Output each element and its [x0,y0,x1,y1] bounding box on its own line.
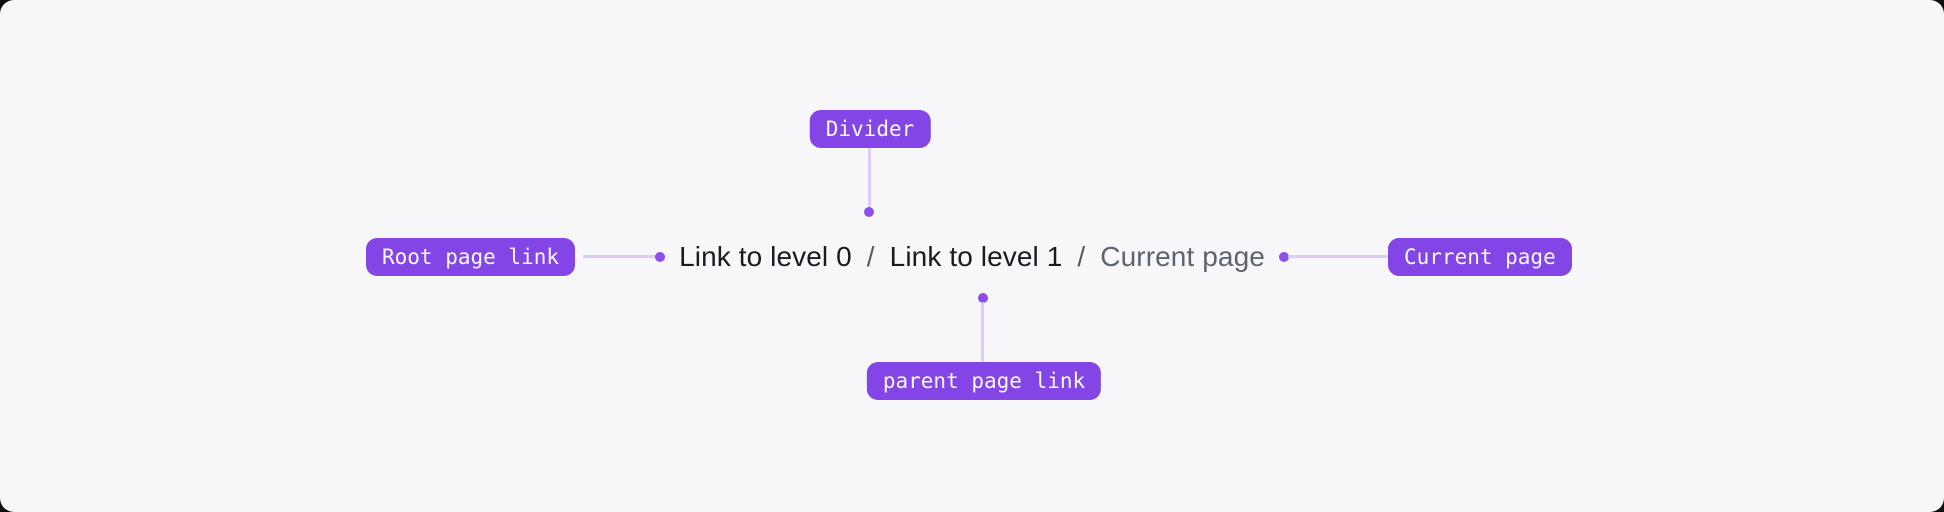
annotation-badge-root-page-link: Root page link [366,238,576,276]
annotation-badge-current-page: Current page [1388,238,1572,276]
breadcrumb: Link to level 0 / Link to level 1 / Curr… [679,240,1265,274]
annotation-badge-divider: Divider [809,110,931,148]
connector-line-current-page [1288,255,1388,258]
connector-line-divider [868,148,871,208]
connector-dot-current-page [1279,252,1289,262]
connector-line-root-page-link [583,255,656,258]
connector-dot-parent-page-link [978,293,988,303]
connector-dot-divider [864,207,874,217]
connector-line-parent-page-link [981,302,984,362]
breadcrumb-current-page: Current page [1100,241,1265,273]
breadcrumb-link-level-0[interactable]: Link to level 0 [679,241,852,273]
breadcrumb-divider: / [866,241,875,273]
annotation-badge-parent-page-link: parent page link [866,362,1102,400]
breadcrumb-link-level-1[interactable]: Link to level 1 [889,241,1063,273]
breadcrumb-divider: / [1077,241,1086,273]
connector-dot-root-page-link [655,252,665,262]
